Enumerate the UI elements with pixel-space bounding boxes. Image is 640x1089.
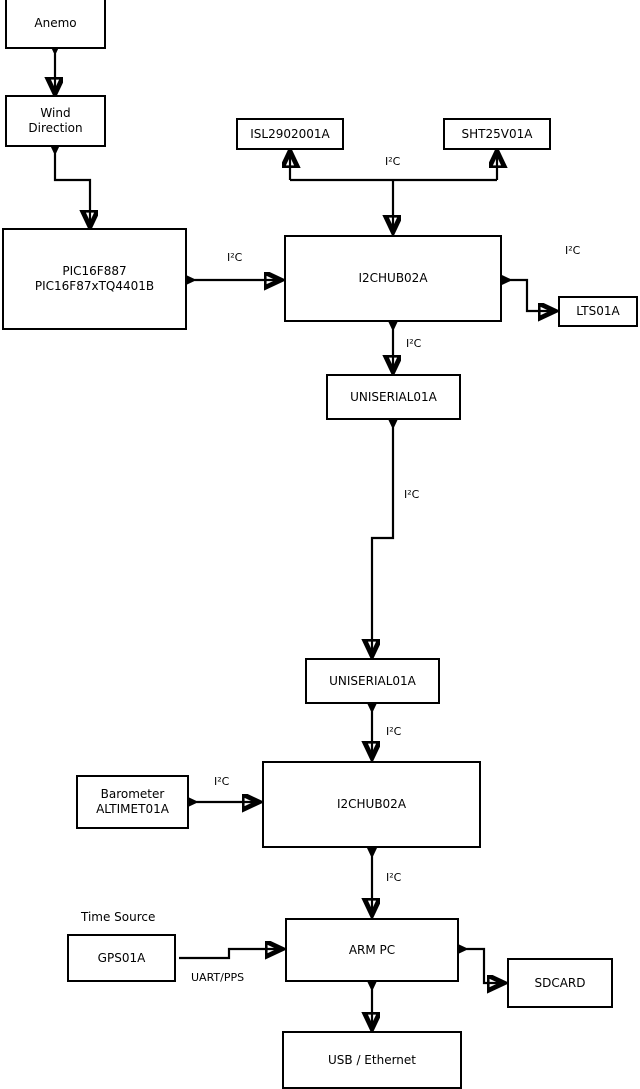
node-uniserial01a-bottom[interactable]: UNISERIAL01A xyxy=(305,658,440,704)
connector-armpc-sdcard xyxy=(462,949,503,983)
edge-label-hub-lts: I²C xyxy=(565,244,581,257)
connector-hub-lts xyxy=(506,280,554,311)
label-time-source: Time Source xyxy=(81,910,156,924)
edge-label-uniserial-uniserial: I²C xyxy=(404,488,420,501)
node-anemo-label: Anemo xyxy=(34,15,77,30)
node-wind-direction-label: Wind Direction xyxy=(28,106,83,135)
node-i2chub02a-top[interactable]: I2CHUB02A xyxy=(284,235,502,322)
edge-label-barometer-hubbot: I²C xyxy=(214,775,230,788)
node-gps01a[interactable]: GPS01A xyxy=(67,934,176,982)
node-wind-direction[interactable]: Wind Direction xyxy=(5,95,106,147)
edge-label-hub-uniserial: I²C xyxy=(406,337,422,350)
node-uniserial01a-top-label: UNISERIAL01A xyxy=(350,389,437,404)
node-anemo[interactable]: Anemo xyxy=(5,0,106,49)
node-uniserial01a-bottom-label: UNISERIAL01A xyxy=(329,673,416,688)
node-uniserial01a-top[interactable]: UNISERIAL01A xyxy=(326,374,461,420)
node-arm-pc[interactable]: ARM PC xyxy=(285,918,459,982)
node-pic-microcontroller[interactable]: PIC16F887 PIC16F87xTQ4401B xyxy=(2,228,187,330)
connector-uniserial-uniserial xyxy=(372,423,393,655)
node-sht25v01a-label: SHT25V01A xyxy=(461,126,533,141)
connector-pic-wind xyxy=(55,149,90,226)
node-pic-microcontroller-label: PIC16F887 PIC16F87xTQ4401B xyxy=(34,264,155,293)
node-sdcard-label: SDCARD xyxy=(534,975,586,990)
node-i2chub02a-bottom[interactable]: I2CHUB02A xyxy=(262,761,481,848)
node-barometer-altimet01a-label: Barometer ALTIMET01A xyxy=(96,787,169,816)
node-lts01a[interactable]: LTS01A xyxy=(558,296,638,327)
connector-gps-armpc xyxy=(179,949,281,958)
node-isl2902001a[interactable]: ISL2902001A xyxy=(236,118,344,150)
edge-label-pic-hub: I²C xyxy=(227,251,243,264)
edge-label-hub-sensors: I²C xyxy=(385,155,401,168)
edge-label-uniserial-hubbot: I²C xyxy=(386,725,402,738)
edge-label-gps-armpc: UART/PPS xyxy=(191,971,245,984)
edge-label-hubbot-armpc: I²C xyxy=(386,871,402,884)
node-isl2902001a-label: ISL2902001A xyxy=(250,126,330,141)
node-i2chub02a-top-label: I2CHUB02A xyxy=(358,271,428,285)
node-arm-pc-label: ARM PC xyxy=(348,942,396,957)
node-usb-ethernet-label: USB / Ethernet xyxy=(328,1052,416,1067)
node-i2chub02a-bottom-label: I2CHUB02A xyxy=(336,797,407,811)
node-usb-ethernet[interactable]: USB / Ethernet xyxy=(282,1031,462,1089)
node-sdcard[interactable]: SDCARD xyxy=(507,958,613,1008)
node-sht25v01a[interactable]: SHT25V01A xyxy=(443,118,551,150)
node-gps01a-label: GPS01A xyxy=(97,950,146,965)
node-barometer-altimet01a[interactable]: Barometer ALTIMET01A xyxy=(76,775,189,829)
node-lts01a-label: LTS01A xyxy=(576,304,620,318)
